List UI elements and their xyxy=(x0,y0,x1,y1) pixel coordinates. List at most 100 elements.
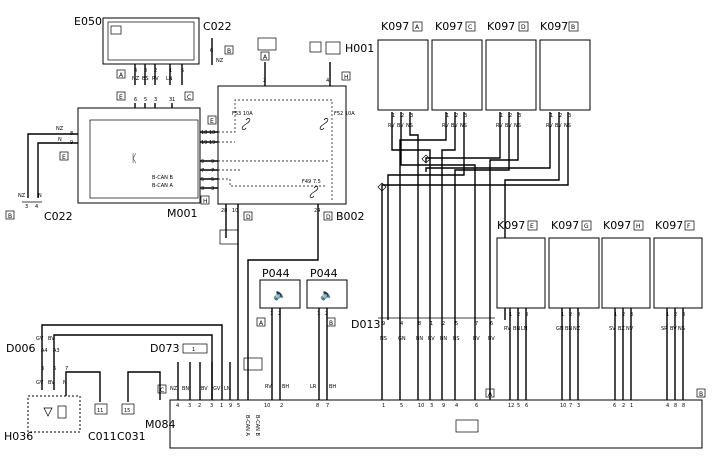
m084-pin-1: 4 xyxy=(176,403,179,409)
p044-a-tag: A xyxy=(259,320,264,327)
d013-pin-5: 2 xyxy=(442,321,445,327)
b002-l-pin-18: 18 xyxy=(209,130,215,136)
m001-inner xyxy=(89,119,199,199)
h036-pin-6: 6 xyxy=(53,366,56,372)
k097-g-box xyxy=(548,237,600,309)
m084-pin-14: 10 xyxy=(418,403,424,409)
b002-tag-e: E xyxy=(210,118,214,125)
p044-a-wires xyxy=(271,308,281,400)
m084-pin-13: 5 xyxy=(400,403,403,409)
c031-pin: 15 xyxy=(124,408,130,414)
k097-f-tag: F xyxy=(687,223,691,230)
k097-b-tag-box xyxy=(568,21,579,32)
p044-a-label: P044 xyxy=(262,267,290,280)
b002-tag-box-d xyxy=(243,211,253,221)
c022-left-wire-nz: NZ xyxy=(18,193,26,199)
d013-wire-3: BN xyxy=(416,336,423,342)
k097-f-wire-1: SR xyxy=(661,326,668,332)
m001-top-pin-6: 6 xyxy=(134,97,137,103)
m001-top-pin-5: 5 xyxy=(144,97,147,103)
m001-side-wires xyxy=(27,133,78,198)
wire-d2 xyxy=(454,112,510,320)
m001-r-pin-5: 5 xyxy=(201,177,204,183)
p044-b-box xyxy=(306,279,348,309)
d013-wire-2: GN xyxy=(398,336,406,342)
m001-tag-box-h xyxy=(200,195,210,205)
h001-label: H001 xyxy=(345,42,374,55)
m001-side-tag-box xyxy=(59,151,69,161)
b002-l-pin-3: 3 xyxy=(211,186,214,192)
wire-c2 xyxy=(441,112,456,320)
wire-a2 xyxy=(400,112,476,320)
c011-label: C011 xyxy=(88,430,117,443)
d073-wire-nz: NZ xyxy=(170,386,178,392)
m001-r-pin-18: 18 xyxy=(201,130,207,136)
k097-f-wire-3: NS xyxy=(678,326,685,332)
k097-h-box xyxy=(601,237,651,309)
k097-g-wire-2: BN xyxy=(565,326,572,332)
b002-top-symbol xyxy=(257,37,277,51)
p044-b-wire-bh: BH xyxy=(329,384,336,390)
k097-a-pin-3: 3 xyxy=(410,113,413,119)
e050-wire-nz: NZ xyxy=(132,76,140,82)
k097-e-box xyxy=(496,237,546,309)
k097-f-module: K097 F xyxy=(653,219,703,309)
k097-c-module: K097 C xyxy=(431,20,483,111)
k097-c-pin-2: 2 xyxy=(455,113,458,119)
k097-c-pin-1: 1 xyxy=(446,113,449,119)
k097-h-wire-1: SV xyxy=(609,326,616,332)
h036-switch-icon xyxy=(57,405,67,419)
splice-1 xyxy=(421,154,431,164)
b002-module: B002 18 19 9 7 5 3 E F53 10A F52 10A F49… xyxy=(207,37,365,400)
d073-wire-gv: GV xyxy=(213,386,221,392)
k097-e-wires xyxy=(509,308,527,400)
h036-wire-n: N xyxy=(63,380,67,386)
d073-wires xyxy=(177,362,231,400)
m001-b002-wires xyxy=(200,131,218,189)
m084-pin-23: 7 xyxy=(569,403,572,409)
d013-pin-1: 9 xyxy=(382,321,385,327)
h036-module: H036 3 6 7 GV BV N xyxy=(4,366,101,443)
d006-pin-a4: A4 xyxy=(41,348,48,354)
p044-b-speaker: P044 🔈 1 2 B LR BH xyxy=(306,267,348,400)
c022-left-wire-n: N xyxy=(38,193,42,199)
p044-b-wires xyxy=(318,308,328,400)
m084-pin-16: 9 xyxy=(442,403,445,409)
b002-fuse-f49 xyxy=(309,186,319,198)
c022-top: C022 6 NZ B xyxy=(203,20,234,65)
m084-pin-11: 7 xyxy=(326,403,329,409)
wire-b1 xyxy=(425,112,551,172)
p044-b-wire-lr: LR xyxy=(310,384,317,390)
d013-pin-8: 6 xyxy=(490,321,493,327)
c022-top-label: C022 xyxy=(203,20,232,33)
e050-box xyxy=(102,17,200,65)
d013-pin-3: 8 xyxy=(418,321,421,327)
m084-aux-symbol xyxy=(243,357,263,371)
k097-e-wire-1: RV xyxy=(504,326,511,332)
c011-connector: 11 C011 xyxy=(88,403,117,443)
m084-tag-a: A xyxy=(488,391,493,398)
k097-h-label: K097 xyxy=(603,219,631,232)
m084-pin-17: 4 xyxy=(455,403,458,409)
b002-tag-d2: D xyxy=(326,214,331,221)
c031-label: C031 xyxy=(117,430,146,443)
c022-top-tag: B xyxy=(227,48,231,55)
e050-wire-rv: RV xyxy=(152,76,159,82)
p044-a-wire-rv: RV xyxy=(265,384,272,390)
k097-h-module: K097 H xyxy=(601,219,651,309)
e050-wire-ln: LN xyxy=(166,76,173,82)
wire-d1 xyxy=(425,112,501,162)
b002-b-pin-24: 24 xyxy=(314,208,320,214)
m001-side-wire-nz: NZ xyxy=(56,126,64,132)
k097-g-wire-1: GN xyxy=(556,326,564,332)
b002-l-pin-7: 7 xyxy=(211,168,214,174)
k097-bottom-terminals: 1 2 3 RV BN LN 1 2 3 GN BN NZ 1 2 3 SV B… xyxy=(504,308,685,400)
m084-pin-19: 12 xyxy=(508,403,514,409)
k097-crossover-wiring xyxy=(377,112,569,320)
b002-tag-d: D xyxy=(246,214,251,221)
m001-side-tag-e: E xyxy=(62,154,66,161)
m084-pin-26: 2 xyxy=(622,403,625,409)
b002-b-pin-10: 10 xyxy=(232,208,238,214)
e050-label: E050 xyxy=(74,15,102,28)
m084-pin-28: 4 xyxy=(666,403,669,409)
